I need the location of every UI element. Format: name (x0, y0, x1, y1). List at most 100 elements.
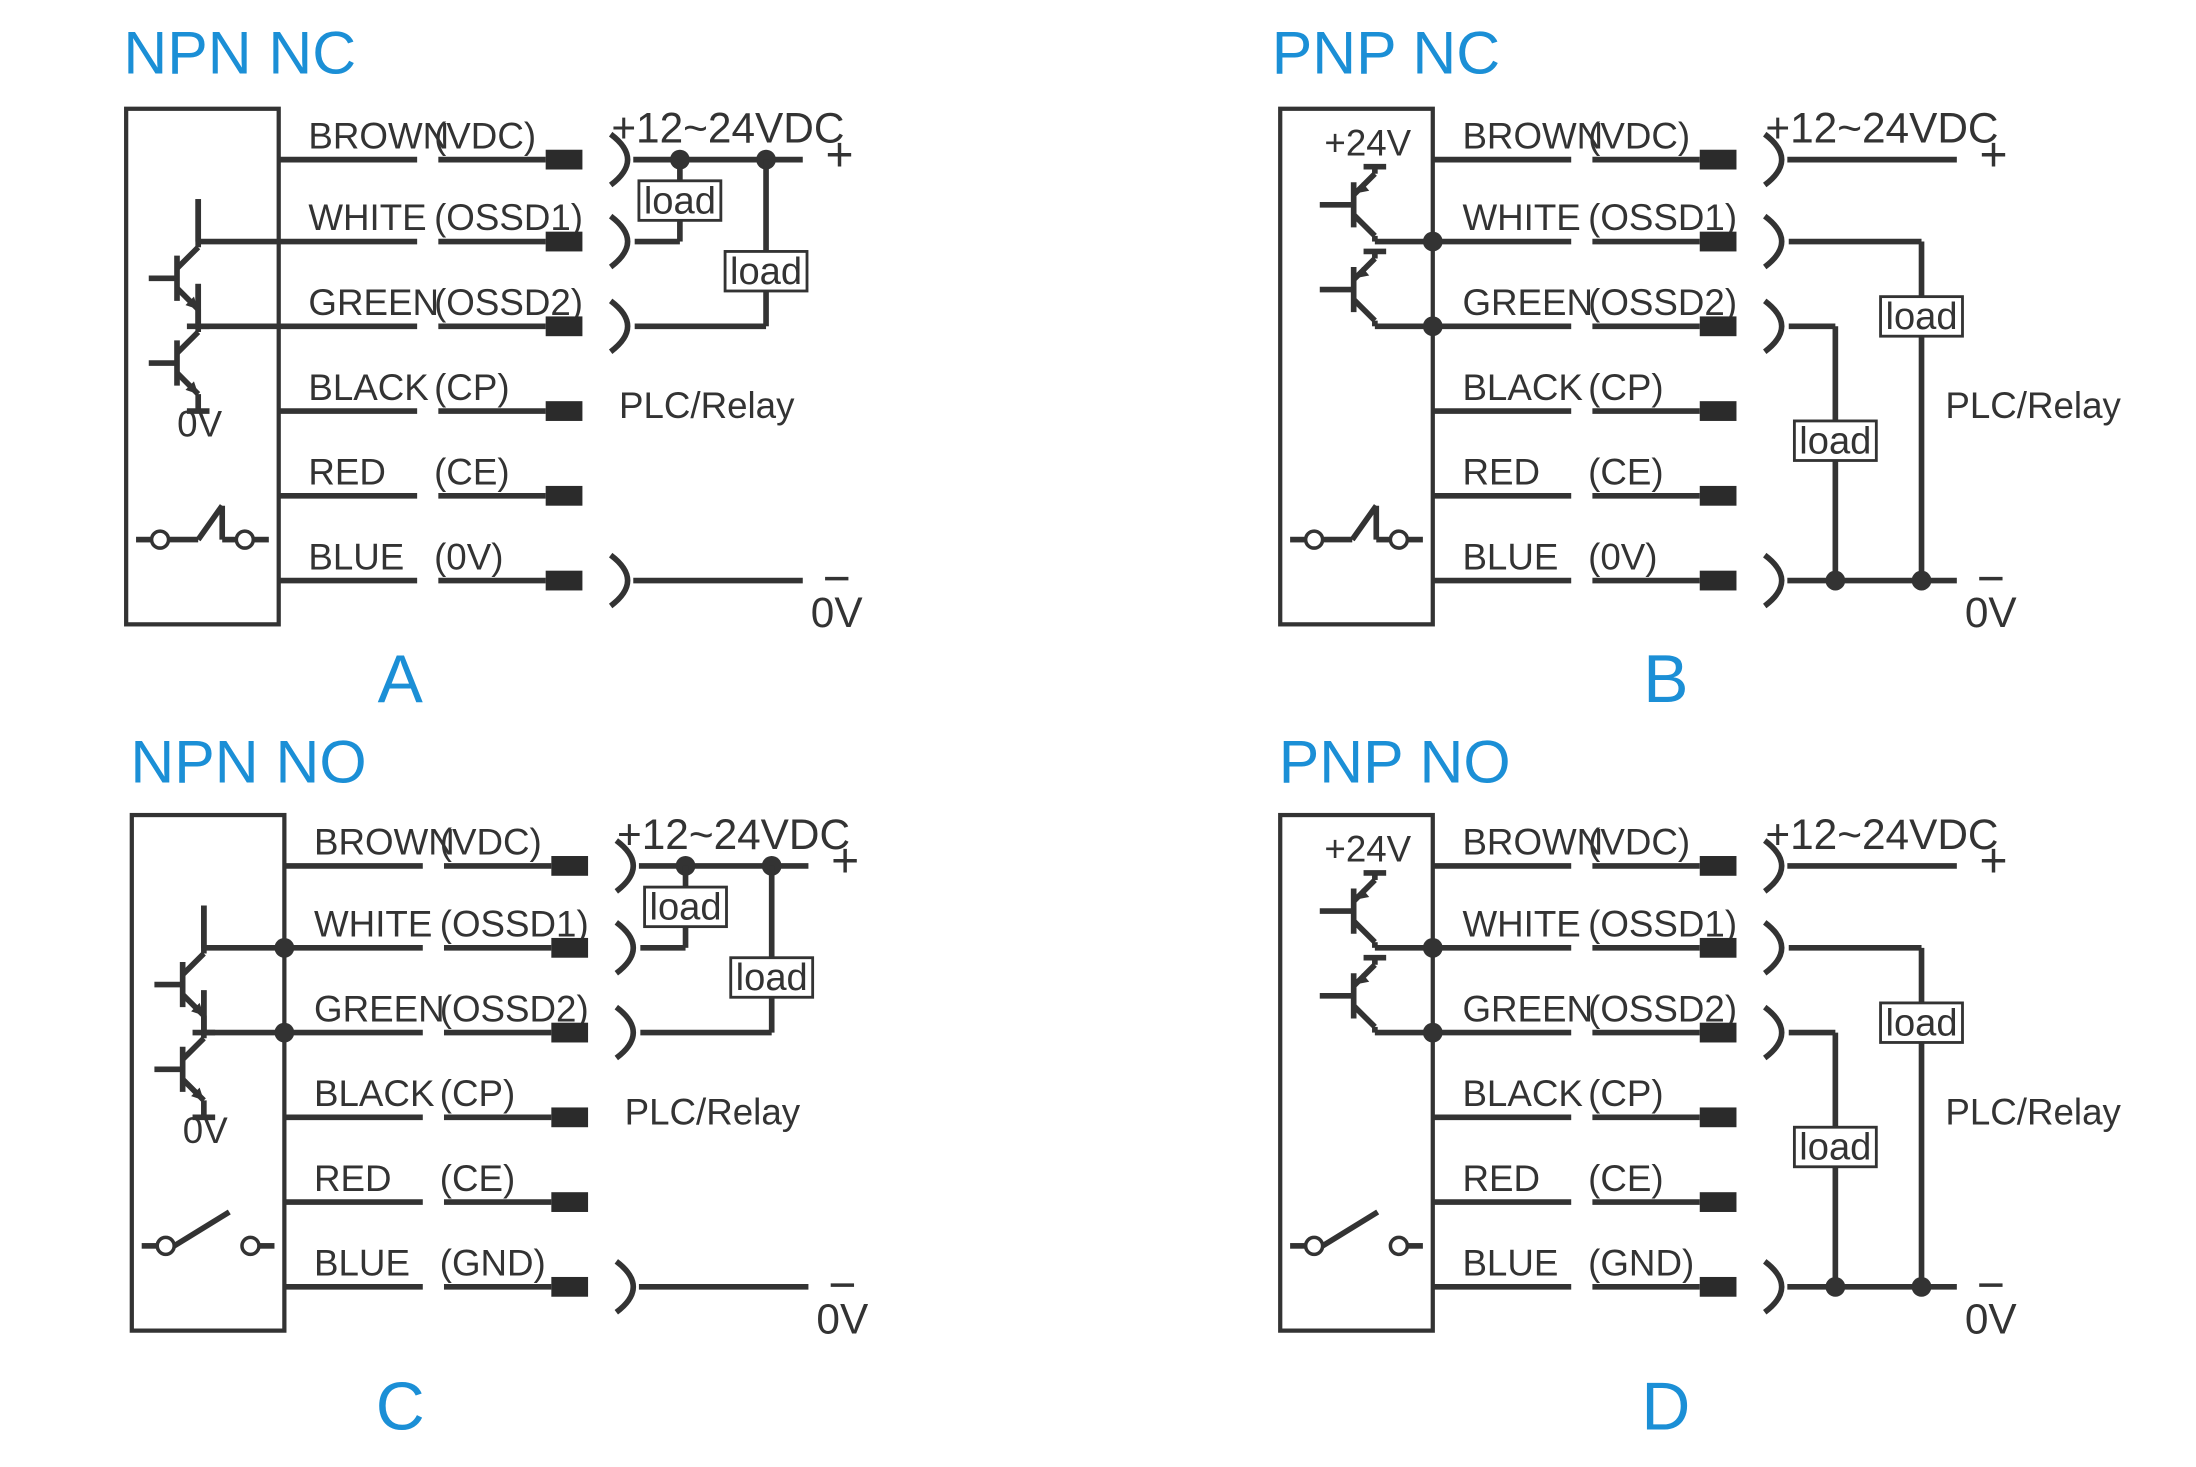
terminal-bracket (1762, 1004, 1785, 1061)
supply-label: +12~24VDC (611, 105, 844, 152)
wire-color-label: RED (314, 1158, 392, 1199)
ground-label: 0V (811, 589, 864, 636)
wire-connector (545, 570, 583, 591)
wire-connector (1699, 149, 1737, 170)
load-label: load (736, 956, 808, 999)
diagram-title: NPN NC (123, 18, 356, 86)
switch-terminal (1388, 1235, 1410, 1257)
terminal-bracket (608, 552, 631, 609)
wire-list: BROWN(VDC)WHITE(OSSD1)GREEN(OSSD2)BLACK(… (278, 115, 583, 591)
load-box-1: load (1792, 419, 1878, 462)
switch-terminal (155, 1235, 176, 1257)
wire-code-label: (CE) (1588, 452, 1663, 493)
internal-24v-label: +24V (1324, 122, 1411, 163)
wire-connector (551, 1276, 589, 1297)
wire-color-label: BROWN (1462, 115, 1603, 156)
plc-relay-label: PLC/Relay (1945, 1091, 2121, 1132)
minus-sign: − (1977, 1259, 2005, 1312)
wire-color-label: GREEN (1462, 282, 1593, 323)
ground-label: 0V (816, 1295, 869, 1342)
transistor-collector (1351, 1003, 1377, 1029)
wire-connector (551, 1107, 589, 1128)
load-label: load (1799, 1126, 1871, 1169)
wire-color-label: BLUE (314, 1243, 410, 1284)
ground-label: 0V (1965, 589, 2018, 636)
switch-blade (195, 504, 225, 542)
diagram-title: PNP NC (1272, 18, 1500, 86)
terminal-bracket (1762, 213, 1785, 270)
load-box-frame (1792, 1125, 1878, 1169)
wire-code-label: (VDC) (434, 115, 536, 156)
plus-sign: + (825, 129, 853, 182)
wire-color-label: RED (1462, 452, 1540, 493)
npn-transistor-2 (154, 990, 216, 1121)
ground-label: 0V (1965, 1295, 2018, 1342)
junction-dot (274, 937, 295, 958)
wire-list: BROWN(VDC)WHITE(OSSD1)GREEN(OSSD2)BLACK(… (1432, 822, 1737, 1297)
internal-24v-label: +24V (1324, 829, 1411, 870)
terminal-bracket (1762, 1259, 1785, 1315)
emitter-arrow (1355, 973, 1370, 985)
load-label: load (1885, 1001, 1957, 1044)
wire-connector (1699, 231, 1737, 252)
wire-code-label: (VDC) (1588, 115, 1690, 156)
minus-sign: − (1977, 553, 2005, 606)
load-label: load (1799, 419, 1871, 462)
load-box-1: load (1792, 1125, 1878, 1169)
diagram-letter: B (1643, 642, 1688, 717)
wire-code-label: (CE) (1588, 1158, 1663, 1199)
switch-terminal (1388, 529, 1410, 550)
switch-blade (1321, 1209, 1380, 1249)
plus-sign: + (1980, 129, 2008, 182)
switch-terminal (1303, 529, 1325, 550)
wire-code-label: (GND) (1588, 1243, 1694, 1284)
plus-sign: + (1980, 835, 2008, 888)
wire-code-label: (OSSD2) (1588, 988, 1737, 1029)
wire-code-label: (CE) (440, 1158, 515, 1199)
terminal-bracket (608, 298, 631, 354)
wire-code-label: (OSSD1) (440, 904, 589, 945)
no-contact-switch (1290, 1209, 1423, 1257)
wire-code-label: (0V) (1588, 536, 1657, 577)
pnp-transistor-2 (1319, 954, 1387, 1033)
emitter-arrow (1355, 182, 1370, 194)
wire-code-label: (OSSD1) (1588, 197, 1737, 238)
wire-color-label: BLUE (1462, 536, 1558, 577)
wire-connector (1699, 856, 1737, 876)
terminal-bracket (1762, 298, 1785, 354)
wire-connector (1699, 937, 1737, 958)
diagram-title: NPN NO (130, 728, 366, 796)
load-box-2: load (729, 956, 815, 999)
sensor-body (1278, 106, 1435, 627)
wire-connector (551, 937, 589, 958)
wire-color-label: BROWN (314, 822, 455, 863)
nc-contact-switch (136, 504, 269, 550)
emitter-arrow (185, 296, 199, 310)
switch-blade (172, 1209, 231, 1249)
terminal-bracket (614, 1259, 636, 1315)
wire-color-label: BROWN (1462, 822, 1603, 863)
supply-label: +12~24VDC (617, 811, 850, 858)
junction-dot (1422, 1022, 1443, 1043)
junction-dot (1911, 570, 1932, 591)
junction-dot (1825, 1276, 1846, 1297)
plus-sign: + (831, 835, 859, 888)
load-label: load (649, 886, 721, 929)
wire-color-label: BLACK (1462, 367, 1583, 408)
junction-dot (1422, 231, 1443, 252)
wire-code-label: (0V) (434, 536, 503, 577)
wire-connector (551, 1192, 589, 1212)
wire-color-label: WHITE (314, 904, 432, 945)
load-box-2: load (1879, 295, 1964, 338)
wire-code-label: (VDC) (440, 822, 542, 863)
wire-code-label: (OSSD1) (1588, 904, 1737, 945)
transistor-collector (180, 1036, 206, 1062)
terminal-bracket (1762, 131, 1785, 188)
transistor-collector (175, 329, 201, 356)
transistor-collector (1351, 297, 1377, 323)
minus-sign: − (823, 553, 851, 606)
wire-color-label: GREEN (1462, 988, 1593, 1029)
wire-color-label: BLUE (1462, 1243, 1558, 1284)
wire-list: BROWN(VDC)WHITE(OSSD1)GREEN(OSSD2)BLACK(… (1432, 115, 1737, 591)
